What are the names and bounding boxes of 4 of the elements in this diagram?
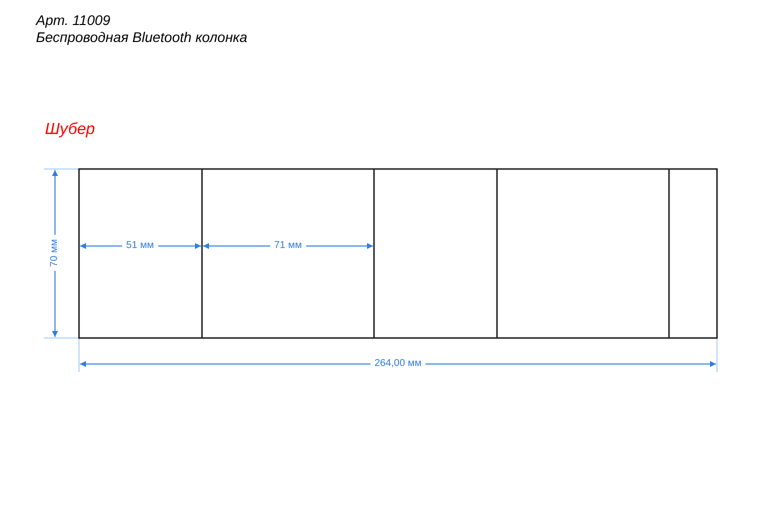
subtitle: Беспроводная Bluetooth колонка — [36, 29, 248, 45]
dimension-text: 264,00 мм — [370, 358, 426, 370]
part-name: Шубер — [45, 121, 95, 139]
article-number: Арт. 11009 — [36, 12, 110, 28]
